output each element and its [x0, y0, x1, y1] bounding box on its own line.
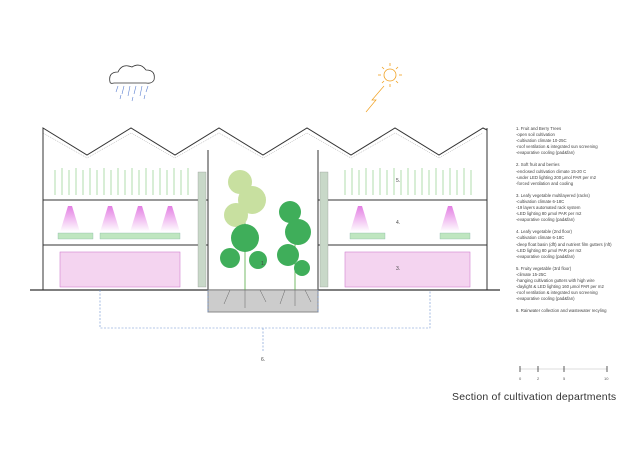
legend-line: -LED lighting 80 µmol PAR per m2: [516, 211, 582, 217]
scale-tick-2: 2: [537, 376, 540, 381]
scale-tick-10: 10: [604, 376, 609, 381]
roof: [42, 127, 488, 159]
legend-heading: 4. Leafy vegetable (2nd floor): [516, 229, 572, 235]
legend-line: -open soil cultivation: [516, 132, 555, 138]
scale-tick-5: 5: [563, 376, 566, 381]
zone-label-4: 4.: [396, 220, 400, 226]
legend-heading: 1. Fruit and Berry Trees: [516, 126, 562, 131]
legend-line: -19 layers automated rack system: [516, 205, 581, 211]
legend-line: -evaporative cooling (pad&fan): [516, 217, 575, 223]
legend-line: -deep float basin (dft) and nutrient fil…: [516, 241, 612, 247]
legend-heading: 2. Soft fruit and berries: [516, 162, 560, 168]
legend-item-1: 1. Fruit and Berry Trees -open soil cult…: [516, 126, 638, 156]
legend-line: -hanging cultivation gutters with high w…: [516, 277, 595, 283]
legend-heading: 3. Leafy vegetable multilayered (racks): [516, 192, 590, 198]
scale-tick-0: 0: [519, 376, 522, 381]
rack-columns: [197, 171, 329, 288]
zone-label-1: 1.: [261, 261, 265, 267]
zone-label-5: 5.: [396, 178, 400, 184]
structure: [30, 128, 500, 313]
legend-line: -daylight & LED lighting 160 µmol PAR pe…: [516, 284, 604, 290]
multilayer-racks: [59, 251, 471, 288]
sun-icon: [365, 63, 402, 113]
legend-line: -cultivation climate 10-25C: [516, 138, 567, 144]
legend-heading: 5. Fruity vegetable (3rd floor): [516, 265, 572, 271]
zone-label-6: 6.: [261, 357, 265, 363]
fruity-vegetable-floor: [54, 168, 472, 195]
legend-line: -enclosed cultivation climate 15-20 C: [516, 168, 587, 174]
legend-line: -cultivation climate 6-18C: [516, 198, 565, 204]
legend-line: -climate 15-25C: [516, 271, 547, 277]
rainwater-collection-lines: [99, 290, 431, 352]
legend: 1. Fruit and Berry Trees -open soil cult…: [516, 126, 638, 320]
legend-line: -roof ventilation & integrated sun scree…: [516, 144, 598, 150]
scale-bar: [519, 366, 608, 372]
legend-heading: 6. Rainwater collection and wastewater r…: [516, 308, 607, 314]
legend-item-6: 6. Rainwater collection and wastewater r…: [516, 308, 638, 314]
led-lighting-2nd-floor: [57, 206, 471, 240]
legend-line: -cultivation climate 6-18C: [516, 235, 565, 241]
fruit-trees: [220, 170, 312, 308]
legend-line: -LED lighting 80 µmol PAR per m2: [516, 247, 582, 253]
legend-line: -evaporative cooling (pad&fan): [516, 150, 575, 156]
legend-line: -roof ventilation & integrated sun scree…: [516, 290, 598, 296]
legend-line: -evaporative cooling (pad&fan): [516, 296, 575, 302]
rain-cloud-icon: [109, 64, 155, 102]
zone-label-3: 3.: [396, 266, 400, 272]
legend-line: -under LED lighting 200 µmol PAR per m2: [516, 174, 597, 180]
legend-item-3: 3. Leafy vegetable multilayered (racks) …: [516, 193, 638, 223]
legend-item-2: 2. Soft fruit and berries -enclosed cult…: [516, 162, 638, 186]
legend-line: -evaporative cooling (pad&fan): [516, 253, 575, 259]
legend-item-4: 4. Leafy vegetable (2nd floor) -cultivat…: [516, 229, 638, 259]
legend-line: -forced ventilation and cooling: [516, 180, 574, 186]
drawing-title: Section of cultivation departments: [452, 391, 617, 403]
legend-item-5: 5. Fruity vegetable (3rd floor) -climate…: [516, 266, 638, 303]
